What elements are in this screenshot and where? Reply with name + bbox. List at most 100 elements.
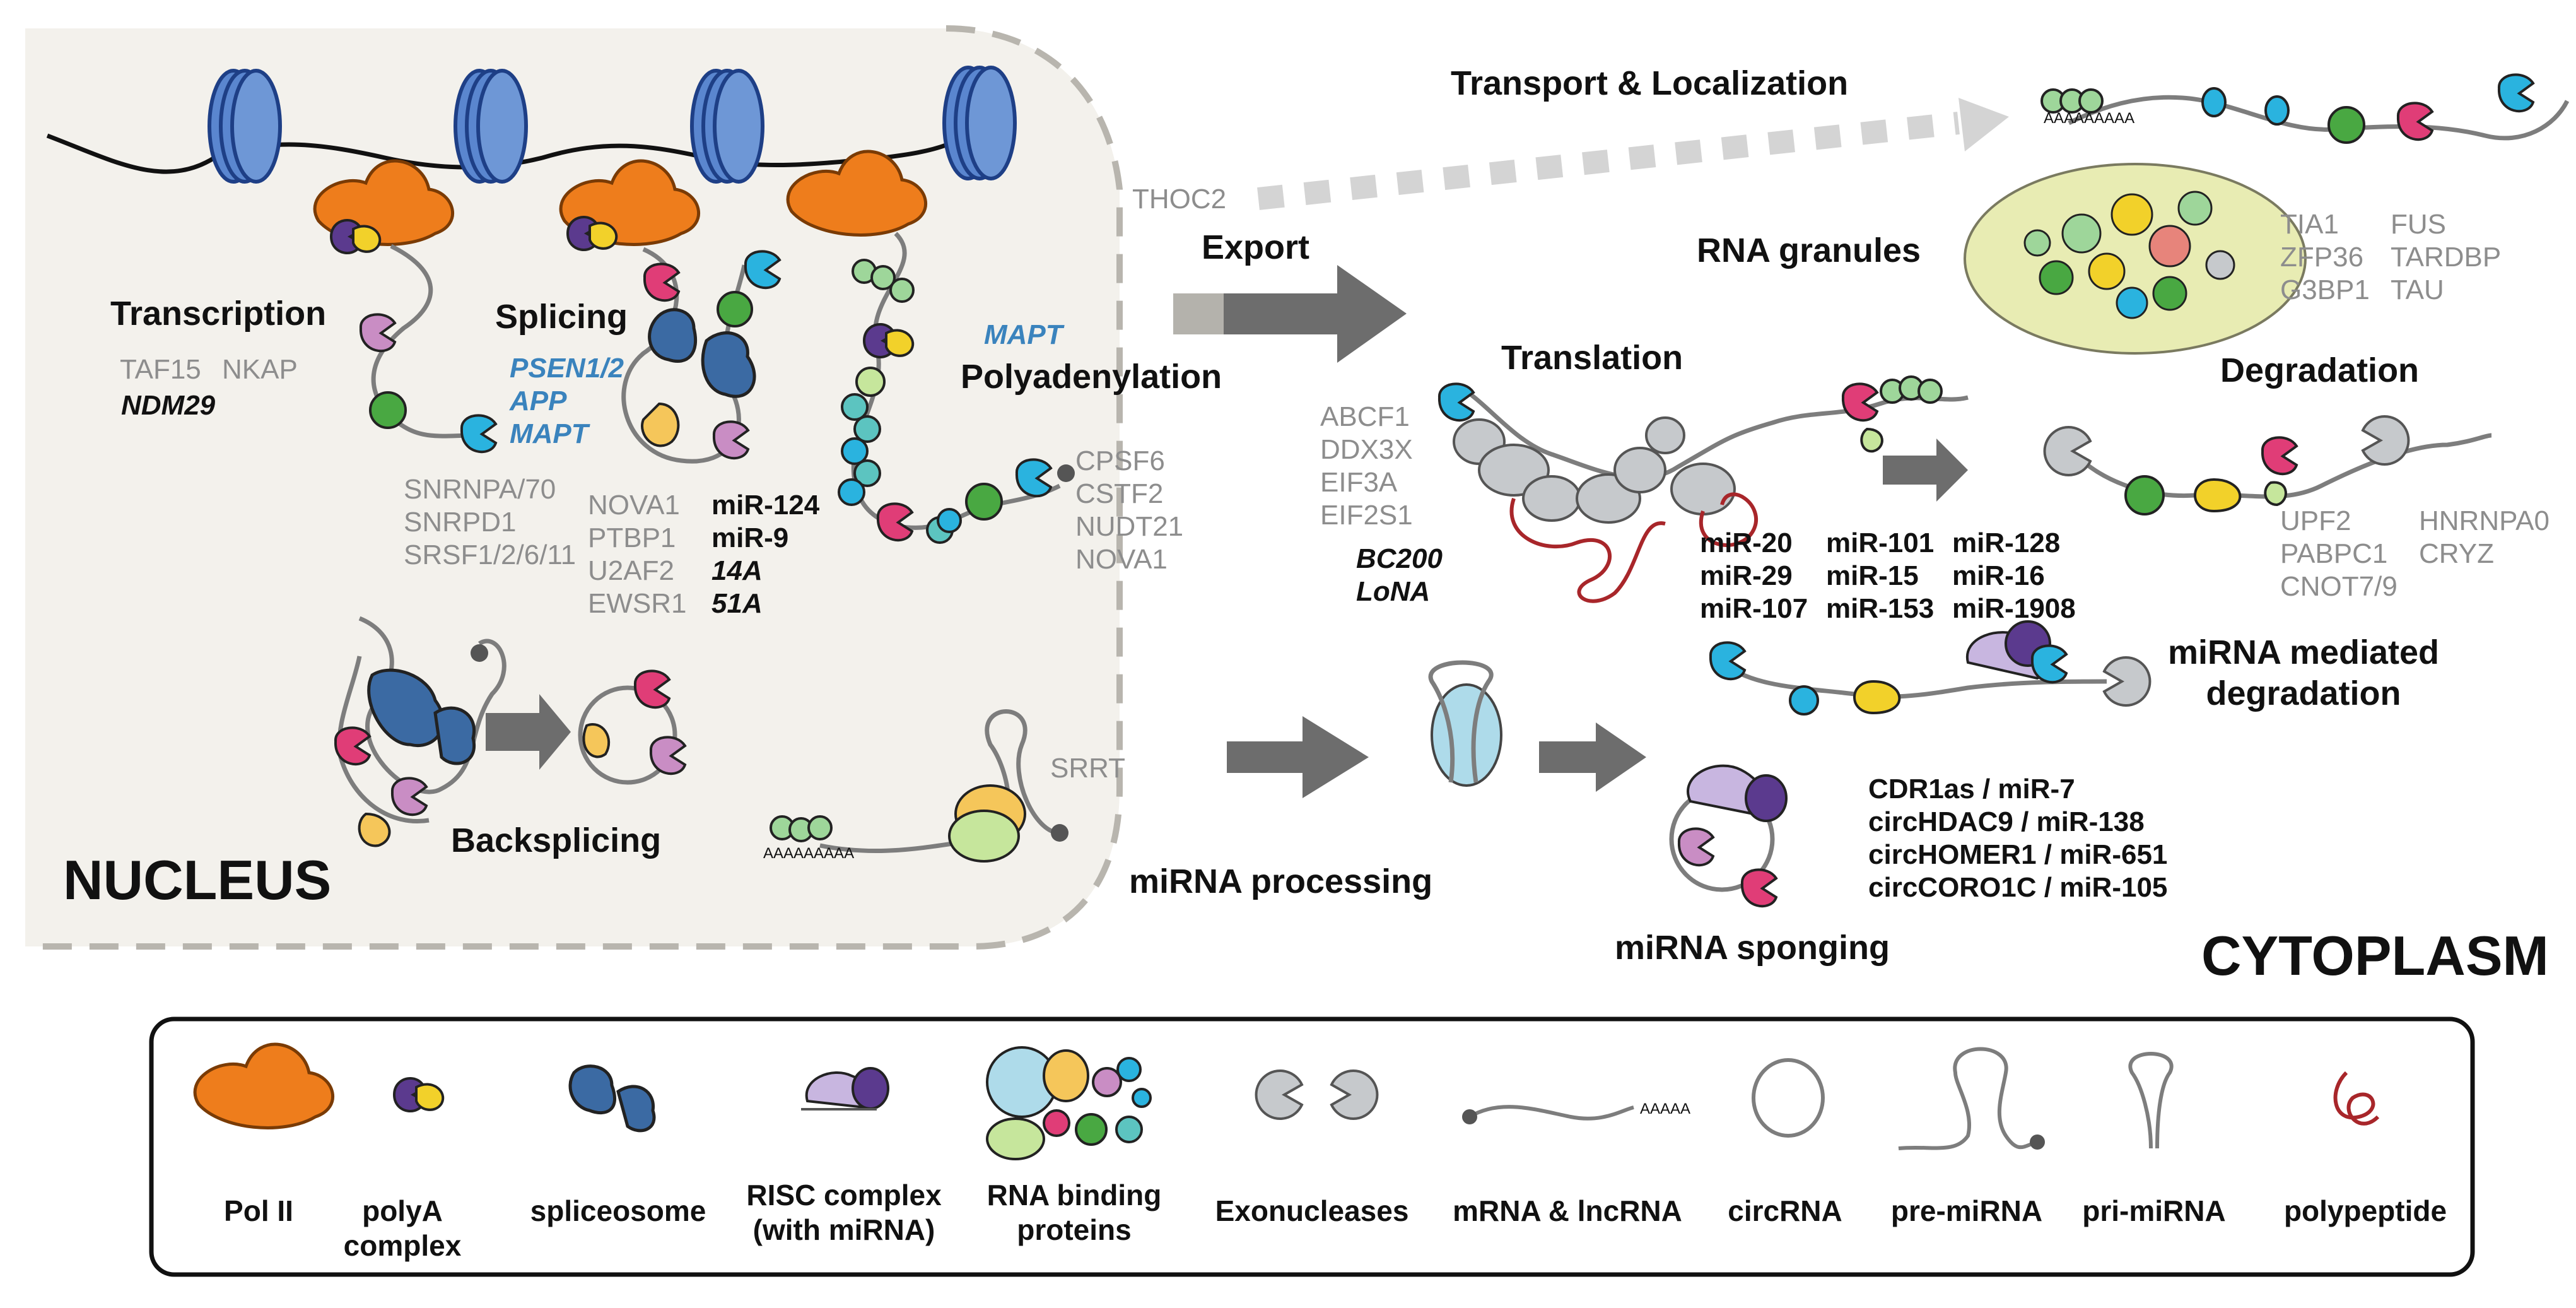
legend-label: polypeptide (2284, 1194, 2447, 1227)
nuclear-envelope (25, 25, 1123, 950)
rbp-icon (1437, 382, 1475, 422)
factor-label: EIF2S1 (1320, 500, 1413, 531)
translation-title: Translation (1501, 339, 1683, 377)
lnc-label: 51A (711, 588, 763, 619)
sponge-pair-label: CDR1as / miR-7 (1868, 774, 2075, 804)
target-label: MAPT (984, 319, 1065, 350)
mirna-label: miR-124 (711, 490, 820, 521)
factor-label: NOVA1 (588, 490, 680, 521)
nucleosome-icon (455, 71, 526, 182)
polypeptide-chain (1509, 498, 1666, 603)
nucleus-label: NUCLEUS (63, 849, 331, 911)
factor-label: ZFP36 (2280, 242, 2363, 273)
nucleosome-icon (944, 68, 1015, 179)
factor-label: TAU (2391, 274, 2444, 305)
legend-label: pre-miRNA (1891, 1194, 2042, 1227)
mirna-label: miR-153 (1826, 593, 1934, 624)
sponge-pair-label: circHOMER1 / miR-651 (1868, 839, 2167, 870)
polypeptide-icon (2333, 1071, 2380, 1126)
factor-label: CPSF6 (1075, 445, 1165, 476)
polya-tail-label: AAAAA (1640, 1100, 1690, 1117)
transcription-title: Transcription (110, 295, 326, 333)
pre-mirna-icon (1898, 1047, 2038, 1150)
sponge-pair-label: circCORO1C / miR-105 (1868, 872, 2167, 903)
mirna-label: miR-15 (1826, 560, 1919, 591)
exonuclease-icon (2362, 415, 2410, 466)
nucleus-region (25, 28, 1120, 946)
factor-label: NUDT21 (1075, 511, 1183, 542)
rbp-icon (2030, 644, 2068, 684)
transport-title: Transport & Localization (1451, 64, 1848, 102)
pol2-icon (195, 1044, 332, 1128)
mrna-icon (1468, 1105, 1634, 1121)
factor-label: SRRT (1050, 753, 1125, 784)
mirna-processing-title: miRNA processing (1129, 863, 1432, 900)
backsplicing-title: Backsplicing (451, 822, 661, 859)
legend-label: pri-miRNA (2082, 1194, 2225, 1227)
lnc-label: NDM29 (121, 390, 216, 421)
legend-label: proteins (1017, 1213, 1131, 1246)
factor-label: HNRNPA0 (2419, 505, 2550, 536)
mirna-degradation-title: miRNA mediated (2168, 633, 2439, 671)
exonuclease-icon (2043, 426, 2092, 476)
factor-label: UPF2 (2280, 505, 2351, 536)
pri-mirna-icon (2128, 1052, 2174, 1149)
spliceosome-icon (568, 1064, 656, 1133)
factor-label: CNOT7/9 (2280, 571, 2397, 602)
mirna-sponging-title: miRNA sponging (1615, 929, 1890, 967)
legend-label: spliceosome (530, 1194, 706, 1227)
exonuclease-icon (1330, 1069, 1379, 1120)
factor-label: SRSF1/2/6/11 (404, 539, 576, 570)
factor-label: U2AF2 (588, 555, 674, 586)
lnc-label: LoNA (1356, 576, 1430, 607)
rbp-icon (2261, 436, 2298, 476)
factor-label: EIF3A (1320, 467, 1398, 498)
mirna-label: miR-1908 (1952, 593, 2076, 624)
rbp-icon (1677, 827, 1714, 867)
factor-label: EWSR1 (588, 588, 686, 619)
factor-label: SNRNPA/70 (404, 474, 556, 505)
legend-label: Pol II (224, 1194, 293, 1227)
cytoplasm-label: CYTOPLASM (2201, 924, 2549, 987)
mirna-label: miR-101 (1826, 527, 1934, 558)
rna-granules-title: RNA granules (1697, 232, 1921, 269)
legend-box (149, 1016, 2475, 1277)
mirna-label: miR-9 (711, 522, 788, 553)
polyadenylation-title: Polyadenylation (961, 358, 1222, 396)
gene-label: NKAP (222, 354, 298, 385)
factor-label: SNRPD1 (404, 507, 517, 538)
mirna-label: miR-20 (1700, 527, 1793, 558)
legend-label: circRNA (1728, 1194, 1842, 1227)
lnc-label: 14A (711, 555, 763, 586)
mirna-label: miR-107 (1700, 593, 1808, 624)
export-title: Export (1202, 228, 1309, 266)
factor-label: NOVA1 (1075, 544, 1168, 575)
exonuclease-icon (2103, 656, 2152, 707)
factor-label: G3BP1 (2280, 274, 2370, 305)
spliceosome-icon (648, 308, 698, 363)
target-label: APP (509, 386, 567, 416)
polya-tail-label: AAAAAAAAA (2044, 110, 2134, 127)
factor-label: DDX3X (1320, 434, 1413, 465)
legend-label: polyA (362, 1194, 443, 1227)
mirna-label: miR-29 (1700, 560, 1793, 591)
factor-label: PABPC1 (2280, 538, 2387, 569)
rbp-icon (1709, 641, 1746, 681)
rbp-icon (1740, 868, 1777, 908)
factor-label: CRYZ (2419, 538, 2494, 569)
legend-label: Exonucleases (1215, 1194, 1409, 1227)
legend-label: mRNA & lncRNA (1453, 1194, 1682, 1227)
factor-label: ABCF1 (1320, 401, 1410, 432)
degradation-title: Degradation (2220, 351, 2419, 389)
rna-binding-proteins-icon (986, 1046, 1152, 1160)
factor-label: TIA1 (2280, 209, 2339, 240)
legend-label: (with miRNA) (753, 1213, 935, 1246)
mirna-label: miR-128 (1952, 527, 2060, 558)
legend-label: complex (344, 1229, 462, 1262)
polya-tail-label: AAAAAAAAA (763, 845, 854, 862)
target-label: MAPT (510, 418, 590, 449)
legend-label: RNA binding (987, 1179, 1162, 1211)
rna-granule (1964, 163, 2307, 355)
factor-label: PTBP1 (588, 522, 676, 553)
